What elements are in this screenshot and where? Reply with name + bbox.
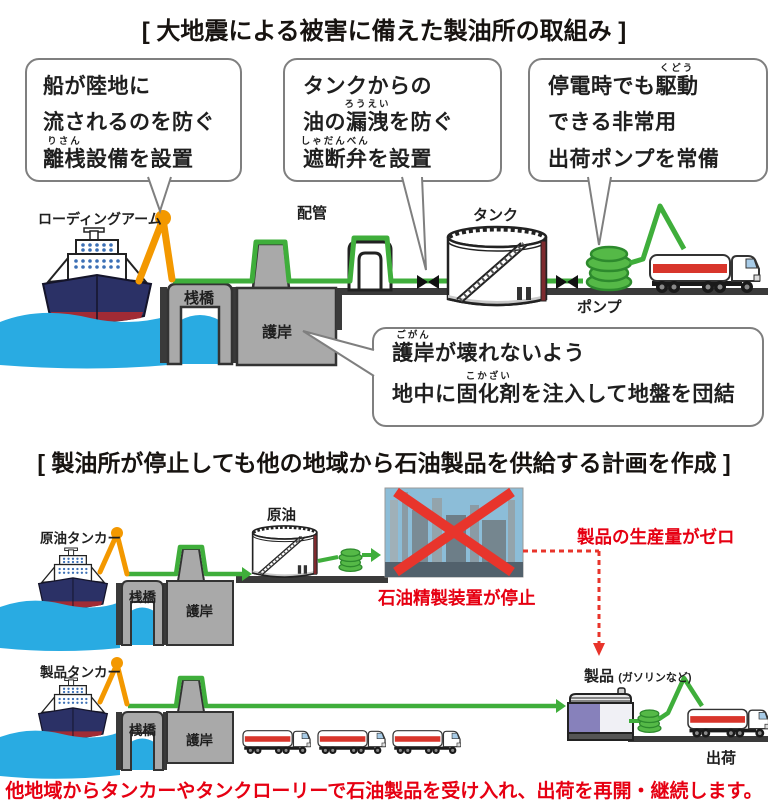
product-note: (ガソリンなど): [618, 672, 692, 684]
quay-label: 護岸: [186, 604, 213, 619]
bubble3-line1: 停電時でもくどう駆動: [548, 63, 699, 100]
pier-structure: [160, 282, 238, 366]
pier-label: 桟橋: [129, 590, 156, 605]
cargo-ship-icon: [42, 227, 152, 324]
product-tanker-label: 製品タンカー: [40, 665, 121, 680]
furigana: ろうえい: [344, 99, 391, 110]
quay-bubble-line2: 地中にこかざい固化剤を注入して地盤を団結: [392, 371, 735, 408]
bubble1-line1: 船が陸地に: [43, 75, 151, 98]
loading-hose: [657, 675, 704, 721]
quay-structure: [166, 548, 234, 646]
tank-label: タンク: [473, 207, 519, 224]
refinery-stopped-caption: 石油精製装置が停止: [378, 588, 536, 608]
bubble-tails: [147, 176, 612, 377]
loading-hose: [629, 203, 687, 266]
quay-bubble-line1: ごがん護岸が壊れないよう: [392, 330, 585, 367]
tank-lorry-icon: [392, 730, 462, 755]
furigana: りさん: [47, 136, 82, 147]
bubble3-line3: 出荷ポンプを常備: [548, 148, 720, 171]
furigana: ごがん: [396, 330, 431, 341]
speech-bubble-mooring: [25, 58, 242, 182]
furigana: こかざい: [465, 371, 512, 382]
sea-shape: [0, 312, 168, 369]
section2-title: [ 製油所が停止しても他の地域から石油製品を供給する計画を作成 ]: [37, 450, 731, 476]
pipeline: [128, 675, 556, 709]
speech-bubble-valve: [283, 58, 502, 182]
furigana: くどう: [659, 63, 695, 74]
furigana: しゃだんべん: [300, 136, 370, 147]
section1-title: [ 大地震による被害に備えた製油所の取組み ]: [141, 18, 627, 45]
ground-line: [336, 288, 768, 295]
refinery-photo: [384, 487, 524, 578]
loading-arm-icon: [97, 657, 130, 707]
ground-line: [236, 576, 388, 583]
zero-production-dashed-arrow: [523, 549, 605, 656]
bubble3-line2: できる非常用: [548, 111, 677, 134]
flow-arrowhead: [556, 699, 566, 713]
bubble2-line3: しゃだんべん遮断弁を設置: [301, 136, 432, 173]
shutoff-valve-icon: [556, 275, 578, 289]
red-x-icon: [393, 487, 515, 577]
pipe-label: 配管: [297, 205, 328, 222]
bubble2-line2: 油のろうえい漏洩を防ぐ: [303, 99, 454, 136]
quay-label: 護岸: [186, 733, 213, 748]
loading-arm-icon: [97, 527, 130, 577]
speech-bubble-pump: [528, 58, 768, 182]
product-tank-icon: [567, 687, 634, 741]
bubble1-line3: りさん離桟設備を設置: [43, 136, 194, 173]
crude-label: 原油: [267, 508, 296, 524]
flow-arrowhead: [371, 548, 381, 562]
speech-bubble-quay: [372, 327, 764, 427]
pump-icon: [338, 548, 363, 573]
flow-arrowhead: [242, 567, 252, 581]
sea-shape: [0, 600, 120, 651]
pipeline: [173, 235, 583, 284]
loading-arm-label: ローディングアーム: [38, 211, 162, 227]
pier-label: 桟橋: [129, 723, 156, 738]
pump-label: ポンプ: [577, 299, 622, 316]
loading-arm-icon: [135, 210, 176, 285]
pier-structure: [116, 711, 167, 771]
tank-lorry-icon: [242, 730, 312, 755]
crude-tank-icon: [251, 524, 319, 579]
quay-structure: [235, 242, 338, 367]
sea-shape: [0, 730, 120, 779]
storage-tank-icon: [448, 227, 546, 305]
product-label: 製品 (ガソリンなど): [584, 668, 692, 685]
pier-label: 桟橋: [184, 290, 215, 307]
tank-lorry-icon: [317, 730, 387, 755]
quay-label: 護岸: [262, 324, 293, 341]
bubble2-line1: タンクからの: [303, 75, 432, 98]
emergency-pump-icon: [585, 245, 633, 292]
footer-text: 他地域からタンカーやタンクローリーで石油製品を受け入れ、出荷を再開・継続します。: [5, 781, 763, 802]
pipeline: [128, 544, 242, 577]
pipe-support-arch: [347, 240, 393, 292]
zero-production-caption: 製品の生産量がゼロ: [577, 527, 735, 547]
quay-structure: [166, 679, 234, 764]
quay-edge: [336, 288, 342, 330]
pipeline: [317, 555, 339, 563]
pier-structure: [116, 580, 167, 646]
tanker-truck-icon: [649, 254, 761, 294]
crude-tanker-icon: [38, 547, 108, 610]
crude-tanker-label: 原油タンカー: [40, 531, 121, 546]
product-tanker-icon: [38, 677, 108, 740]
shutoff-valve-icon: [417, 275, 439, 289]
shipping-truck-icon: [687, 708, 768, 739]
shipping-label: 出荷: [706, 750, 737, 767]
pump-icon: [637, 709, 662, 734]
bubble1-line2: 流されるのを防ぐ: [43, 111, 215, 134]
ground-line: [628, 736, 768, 742]
